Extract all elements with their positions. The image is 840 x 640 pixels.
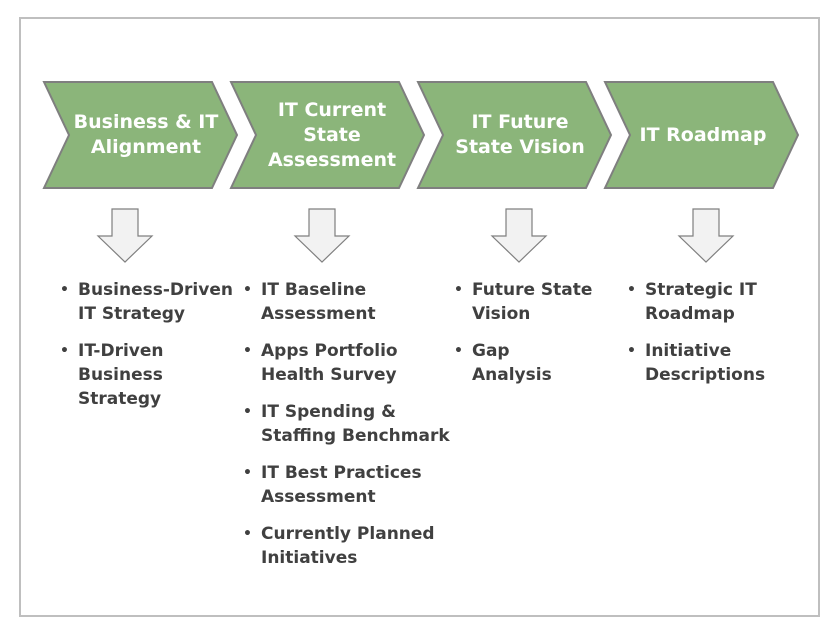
down-arrow-icon [677,208,735,263]
chevron-shape [42,81,239,189]
list-item: Apps Portfolio Health Survey [243,339,453,387]
list-item: IT Baseline Assessment [243,278,453,326]
down-arrow-icon [490,208,548,263]
phase-2-list: IT Baseline Assessment Apps Portfolio He… [243,278,453,583]
phase-3-list: Future State Vision Gap Analysis [454,278,594,400]
list-item: Business-Driven IT Strategy [60,278,240,326]
chevron-shape [229,81,426,189]
diagram-frame [19,17,820,617]
list-item: Initiative Descriptions [627,339,777,387]
list-item: Currently Planned Initiatives [243,522,453,570]
down-arrow-icon [96,208,154,263]
phase-title-1: Business & IT Alignment [73,111,219,158]
phase-title-2: IT Current State Assessment [267,98,397,171]
list-item: Strategic IT Roadmap [627,278,777,326]
phase-title-3: IT Future State Vision [455,111,585,158]
list-item: Gap Analysis [454,339,594,387]
list-item: Future State Vision [454,278,594,326]
phase-title-4: IT Roadmap [639,123,767,146]
chevron-shape [416,81,613,189]
phase-4-list: Strategic IT Roadmap Initiative Descript… [627,278,777,400]
phase-1-list: Business-Driven IT Strategy IT-Driven Bu… [60,278,240,424]
list-item: IT Spending & Staffing Benchmark [243,400,453,448]
chevron-shape [603,81,800,189]
down-arrow-icon [293,208,351,263]
list-item: IT-Driven Business Strategy [60,339,240,411]
list-item: IT Best Practices Assessment [243,461,453,509]
